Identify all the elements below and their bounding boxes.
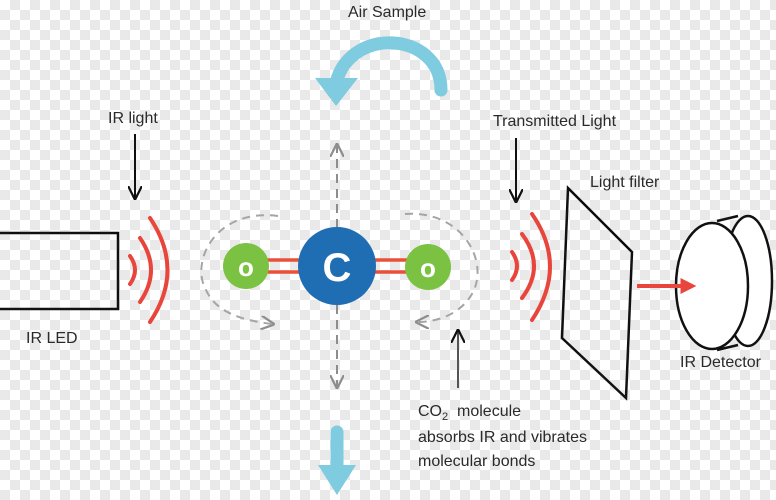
co2-prefix: CO (418, 403, 442, 420)
carbon-atom: C (298, 227, 376, 305)
co2-caption-line3: molecular bonds (418, 453, 535, 470)
air-out-arrow (318, 425, 356, 495)
oxygen-atom-right: o (405, 244, 451, 290)
co2-rest: molecule (448, 403, 521, 420)
air-sample-arrow (315, 36, 448, 106)
oxygen-right-symbol: o (420, 253, 436, 283)
oxygen-atom-left: o (223, 243, 269, 289)
air-sample-label: Air Sample (348, 4, 426, 21)
co2-caption-line1: CO2 molecule (418, 403, 521, 423)
ir-wave-right-icon (510, 212, 552, 322)
light-filter-label: Light filter (590, 174, 660, 191)
ir-led-label: IR LED (26, 330, 78, 347)
co2-subscript: 2 (442, 411, 448, 423)
rotation-left-arrow (200, 214, 279, 324)
rotation-right-arrow (404, 212, 479, 322)
ir-led-box (0, 231, 120, 311)
co2-caption-line2: absorbs IR and vibrates (418, 429, 587, 446)
ir-wave-left-icon (128, 216, 170, 324)
transmitted-light-label: Transmitted Light (493, 113, 617, 130)
carbon-symbol: C (323, 246, 352, 290)
ir-light-label: IR light (108, 110, 158, 127)
ir-detector-label: IR Detector (680, 354, 762, 371)
oxygen-left-symbol: o (238, 252, 254, 282)
ir-detector-icon (674, 214, 774, 352)
light-filter-shape (560, 185, 634, 401)
